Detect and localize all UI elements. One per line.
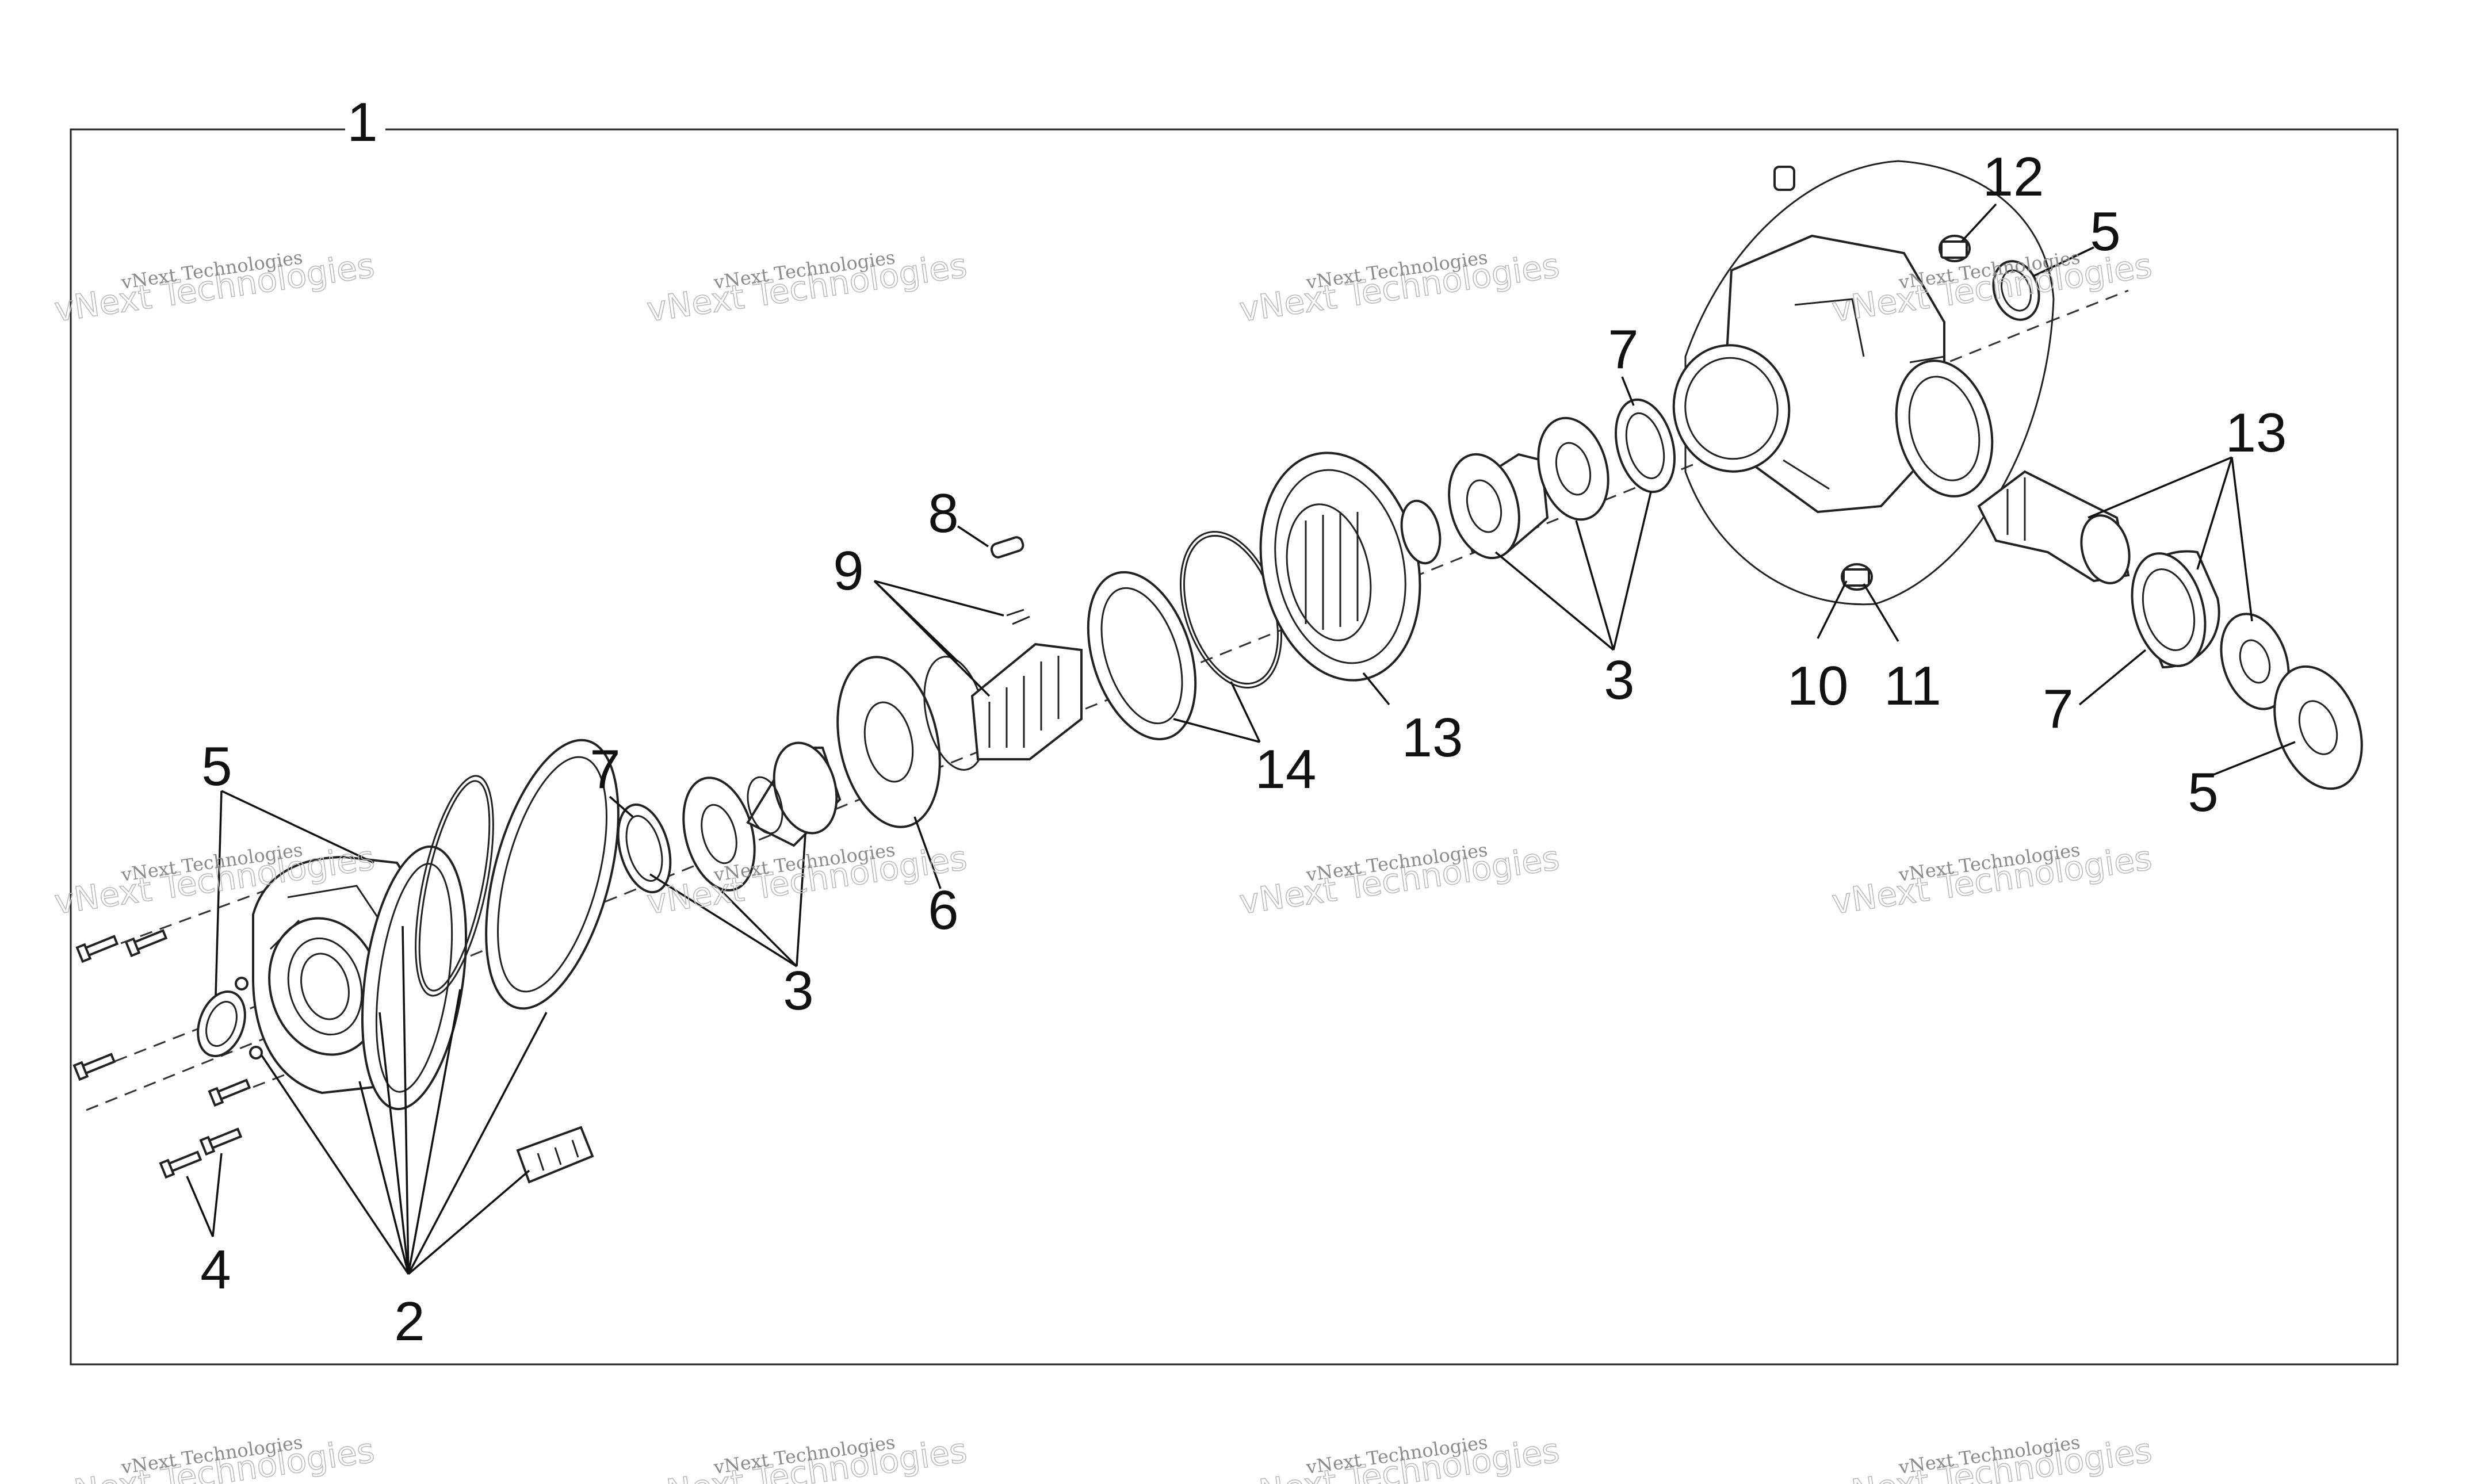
pin xyxy=(990,536,1024,559)
callout-13-right: 13 xyxy=(2226,402,2287,464)
o-ring-large xyxy=(415,775,494,997)
callout-11: 11 xyxy=(1884,655,1941,717)
bearing-carrier xyxy=(1448,453,1549,560)
roller-cage xyxy=(970,609,1083,760)
callout-8: 8 xyxy=(928,483,958,544)
spacer-left xyxy=(682,777,756,892)
callout-4: 4 xyxy=(200,1239,231,1301)
screw-set xyxy=(72,888,357,1179)
bearing-right xyxy=(2131,550,2220,669)
callout-7-right: 7 xyxy=(2043,678,2073,740)
pinion-stub xyxy=(1400,499,1442,565)
callout-5-top: 5 xyxy=(2090,201,2120,262)
oil-seal-bottom xyxy=(2273,665,2363,790)
callout-7-mid: 7 xyxy=(1608,319,1638,380)
spline-shaft xyxy=(746,741,842,847)
callout-6: 6 xyxy=(928,879,958,941)
callout-3-left: 3 xyxy=(783,960,813,1022)
spacer-right xyxy=(1537,416,1609,521)
callout-2: 2 xyxy=(394,1291,425,1352)
oil-seal-left xyxy=(197,990,246,1058)
pinion-shaft xyxy=(1977,470,2131,584)
main-housing xyxy=(1672,160,2055,606)
oil-seal-top xyxy=(1992,260,2040,321)
callout-13-mid: 13 xyxy=(1402,707,1463,768)
connector-plug xyxy=(516,1126,594,1184)
callout-5-left: 5 xyxy=(201,736,232,797)
leader-lines xyxy=(186,203,2296,1275)
bearing-mid xyxy=(1615,398,1676,494)
callout-1: 1 xyxy=(347,91,377,153)
callout-3-right: 3 xyxy=(1604,649,1634,711)
callout-7-left: 7 xyxy=(590,739,620,800)
clutch-ring xyxy=(1087,571,1197,741)
callout-9: 9 xyxy=(833,540,863,602)
ring-gear xyxy=(1259,452,1421,682)
callout-14: 14 xyxy=(1255,739,1317,800)
callout-12: 12 xyxy=(1983,146,2044,208)
drain-plug-top xyxy=(1939,235,1971,262)
bearing-left xyxy=(617,803,672,894)
thrust-plate xyxy=(836,656,941,828)
snap-ring-right xyxy=(2220,613,2290,710)
drain-plug-bottom xyxy=(1841,563,1873,591)
assembly-frame xyxy=(70,128,2399,1366)
callout-5-bottom: 5 xyxy=(2188,762,2218,823)
callouts: 1 2 3 3 4 5 5 5 6 7 7 7 8 9 10 11 12 13 … xyxy=(200,91,2287,1352)
cover-plate xyxy=(485,739,620,1010)
callout-10: 10 xyxy=(1787,655,1849,717)
